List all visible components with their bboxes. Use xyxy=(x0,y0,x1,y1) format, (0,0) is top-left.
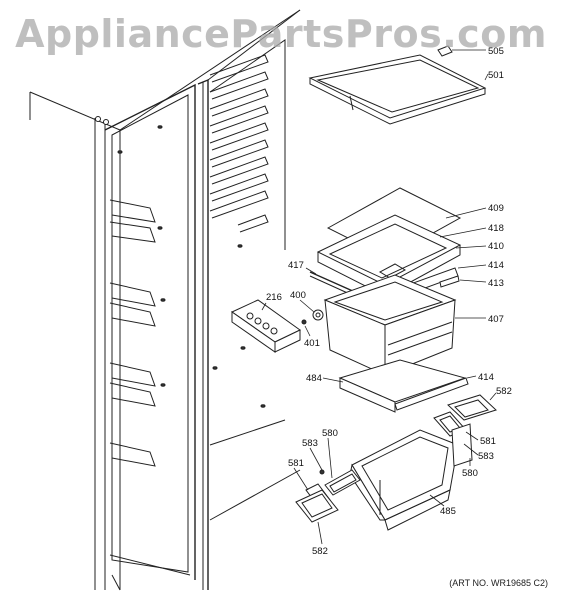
callout-401: 401 xyxy=(304,338,320,349)
slide-rail-580-right[interactable] xyxy=(451,423,473,467)
callout-505: 505 xyxy=(488,46,504,57)
callout-414-upper: 414 xyxy=(488,260,504,271)
screw-401[interactable] xyxy=(301,319,307,325)
callout-417: 417 xyxy=(288,260,304,271)
slide-cover-582-left[interactable] xyxy=(295,489,339,523)
snack-pan-407[interactable] xyxy=(323,274,457,376)
callout-216: 216 xyxy=(266,292,282,303)
callout-409: 409 xyxy=(488,203,504,214)
callout-485: 485 xyxy=(440,506,456,517)
leader-lines xyxy=(261,49,497,545)
slide-cover-582-right[interactable] xyxy=(447,394,497,421)
callout-581-left: 581 xyxy=(288,458,304,469)
art-number-caption: (ART NO. WR19685 C2) xyxy=(449,578,548,588)
callout-580-left: 580 xyxy=(322,428,338,439)
callout-582-left: 582 xyxy=(312,546,328,557)
pan-rail-417[interactable] xyxy=(309,271,356,296)
slide-clip-583-left[interactable] xyxy=(319,469,325,475)
callout-484: 484 xyxy=(306,373,322,384)
pan-front-trim-414[interactable] xyxy=(394,377,469,411)
slide-rail-580-left[interactable] xyxy=(324,469,361,496)
callout-583-left: 583 xyxy=(302,438,318,449)
callout-407: 407 xyxy=(488,314,504,325)
top-glass-shelf-501[interactable] xyxy=(308,54,487,125)
control-knob-400[interactable] xyxy=(312,309,324,321)
shelf-cap-505[interactable] xyxy=(437,45,453,57)
callout-501: 501 xyxy=(488,70,504,81)
callout-581-right: 581 xyxy=(480,436,496,447)
callout-400: 400 xyxy=(290,290,306,301)
callout-414-lower: 414 xyxy=(478,372,494,383)
dairy-bin-216[interactable] xyxy=(230,299,301,353)
callout-580-right: 580 xyxy=(462,468,478,479)
fridge-cabinet xyxy=(29,9,301,591)
callout-583-right: 583 xyxy=(478,451,494,462)
pan-slide-413[interactable] xyxy=(439,275,460,288)
callout-413: 413 xyxy=(488,278,504,289)
callout-410: 410 xyxy=(488,241,504,252)
callout-418: 418 xyxy=(488,223,504,234)
part-number-labels: 505 501 409 418 410 414 413 417 216 400 … xyxy=(266,46,512,557)
callout-582-right: 582 xyxy=(496,386,512,397)
